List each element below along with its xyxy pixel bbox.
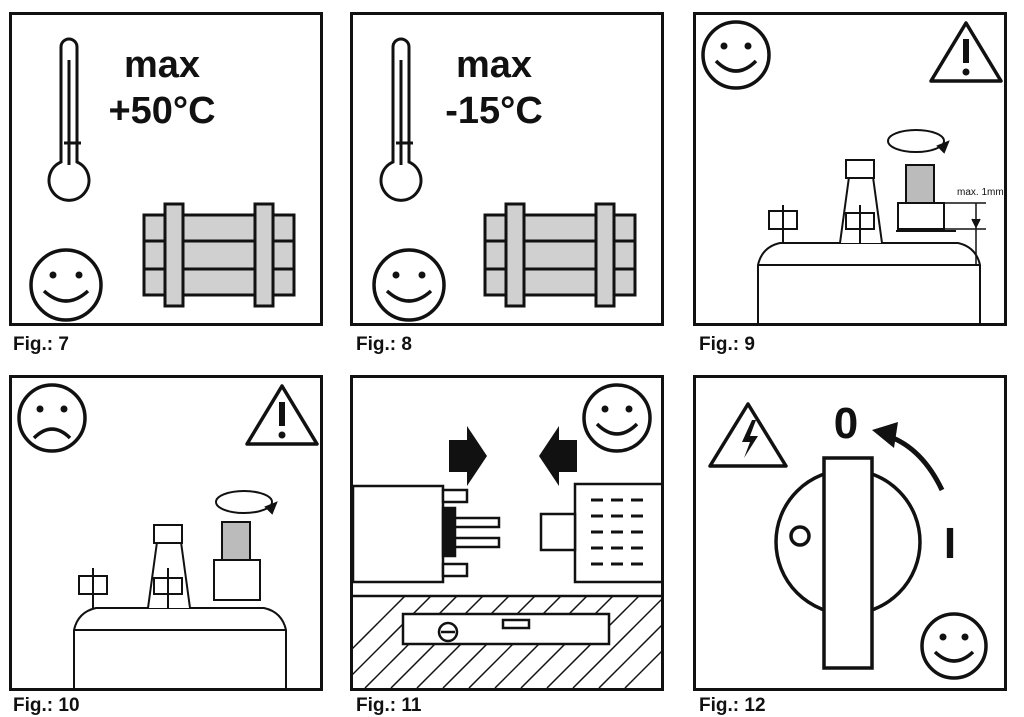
rotary-switch-icon — [774, 456, 922, 670]
switch-off-label: 0 — [834, 399, 858, 448]
temperature-line-2: +50°C — [108, 90, 215, 132]
motor-housing-icon — [73, 521, 287, 688]
crate-icon — [483, 202, 637, 308]
figure-9-panel: max. 1mm — [693, 12, 1007, 326]
figure-8-panel: max -15°C — [350, 12, 664, 326]
gap-dimension-icon — [944, 202, 986, 265]
warning-triangle-icon — [245, 384, 319, 446]
figure-8-caption: Fig.: 8 — [356, 334, 412, 355]
figure-10-caption: Fig.: 10 — [13, 695, 80, 716]
smiley-face-icon — [372, 248, 446, 322]
thermometer-icon — [379, 37, 423, 202]
figure-9-caption: Fig.: 9 — [699, 334, 755, 355]
pump-unit-icon — [539, 482, 661, 584]
gap-note: max. 1mm — [957, 187, 1004, 198]
figure-12-caption: Fig.: 12 — [699, 695, 766, 716]
smiley-face-icon — [701, 20, 771, 90]
figure-12-graphic: 0 I — [708, 399, 988, 680]
switch-on-label: I — [944, 519, 956, 568]
arrow-right-icon — [449, 426, 487, 486]
motor-unit-icon — [353, 484, 501, 584]
figure-8-graphic: max -15°C — [372, 37, 637, 322]
figure-10-graphic — [17, 383, 319, 688]
crate-icon — [142, 202, 296, 308]
figure-10-panel — [9, 375, 323, 691]
smiley-face-icon — [920, 612, 988, 680]
spirit-level-icon — [401, 612, 611, 646]
figure-7-panel: max +50°C — [9, 12, 323, 326]
temperature-line-1: max — [456, 44, 532, 86]
rotation-arrow-icon — [215, 490, 278, 515]
rotation-arrow-icon — [887, 433, 945, 492]
smiley-face-icon — [29, 248, 103, 322]
figure-11-panel — [350, 375, 664, 691]
warning-triangle-icon — [929, 21, 1003, 83]
electric-hazard-icon — [708, 402, 788, 468]
arrow-left-icon — [539, 426, 577, 486]
temperature-line-1: max — [124, 44, 200, 86]
figure-7-graphic: max +50°C — [29, 37, 296, 322]
temperature-line-2: -15°C — [445, 90, 543, 132]
smiley-face-icon — [582, 383, 652, 453]
figure-9-graphic: max. 1mm — [701, 20, 1004, 323]
figure-7-caption: Fig.: 7 — [13, 334, 69, 355]
figure-11-caption: Fig.: 11 — [356, 695, 422, 716]
motor-housing-icon — [757, 159, 981, 323]
thermometer-icon — [47, 37, 91, 202]
figure-12-panel: 0 I — [693, 375, 1007, 691]
sad-face-icon — [17, 383, 87, 453]
figure-11-graphic — [353, 383, 661, 688]
rotation-arrow-icon — [887, 129, 950, 154]
